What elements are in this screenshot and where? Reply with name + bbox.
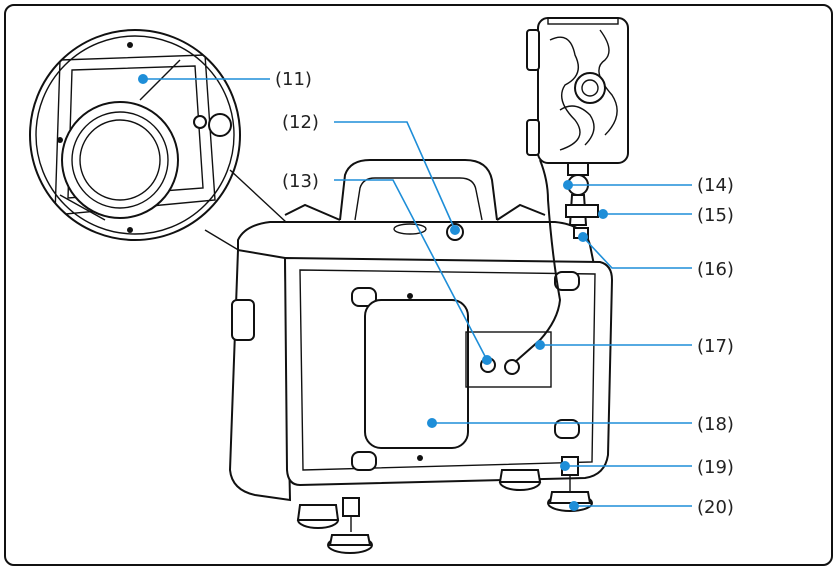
leader-dot-19: [560, 461, 570, 471]
battery-case-icon: [228, 159, 614, 554]
leader-dot-15: [598, 209, 608, 219]
trail-camera-icon: [514, 17, 629, 363]
leader-dot-16: [578, 232, 588, 242]
leader-dot-20: [569, 501, 579, 511]
leader-dot-17: [535, 340, 545, 350]
callout-label-18: (18): [697, 414, 734, 435]
callout-leaders: [138, 74, 692, 511]
leader-16: [582, 236, 692, 269]
callout-label-19: (19): [697, 457, 734, 478]
leader-dot-18: [427, 418, 437, 428]
leader-13: [334, 179, 488, 361]
figure-frame: [4, 4, 833, 566]
callout-label-16: (16): [697, 259, 734, 280]
leader-12: [334, 121, 456, 231]
callout-label-13: (13): [282, 171, 319, 192]
leader-dot-13: [482, 355, 492, 365]
magnified-detail-icon: [29, 29, 373, 331]
callout-label-20: (20): [697, 497, 734, 518]
callout-label-12: (12): [282, 112, 319, 133]
leader-dot-12: [450, 225, 460, 235]
leader-dot-14: [563, 180, 573, 190]
callout-labels: (11) (12) (13) (14) (15) (16) (17) (18) …: [275, 69, 734, 518]
leader-dot-11: [138, 74, 148, 84]
callout-label-15: (15): [697, 205, 734, 226]
callout-label-17: (17): [697, 336, 734, 357]
callout-label-11: (11): [275, 69, 312, 90]
callout-label-14: (14): [697, 175, 734, 196]
